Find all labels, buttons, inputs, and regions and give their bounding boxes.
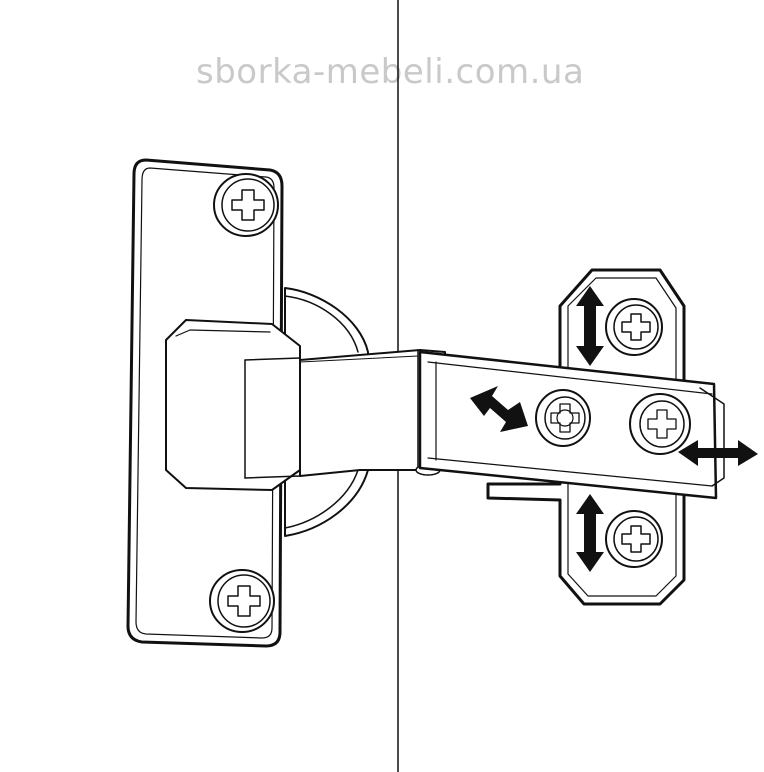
lateral-adjustment-arrow	[678, 440, 758, 466]
screw-depth-adjust	[535, 389, 591, 447]
screw-bottom-left	[209, 569, 275, 633]
screw-top-left	[213, 173, 279, 237]
watermark-text: sborka-mebeli.com.ua	[196, 52, 585, 92]
screw-bottom-right	[605, 510, 663, 568]
depth-adjustment-arrow	[470, 386, 528, 432]
vertical-adjustment-arrow-bottom	[576, 494, 604, 572]
vertical-adjustment-arrow-top	[576, 286, 604, 366]
hinge-body-block	[165, 319, 301, 491]
screw-top-right	[605, 298, 663, 356]
screw-lateral-adjust	[629, 393, 691, 455]
